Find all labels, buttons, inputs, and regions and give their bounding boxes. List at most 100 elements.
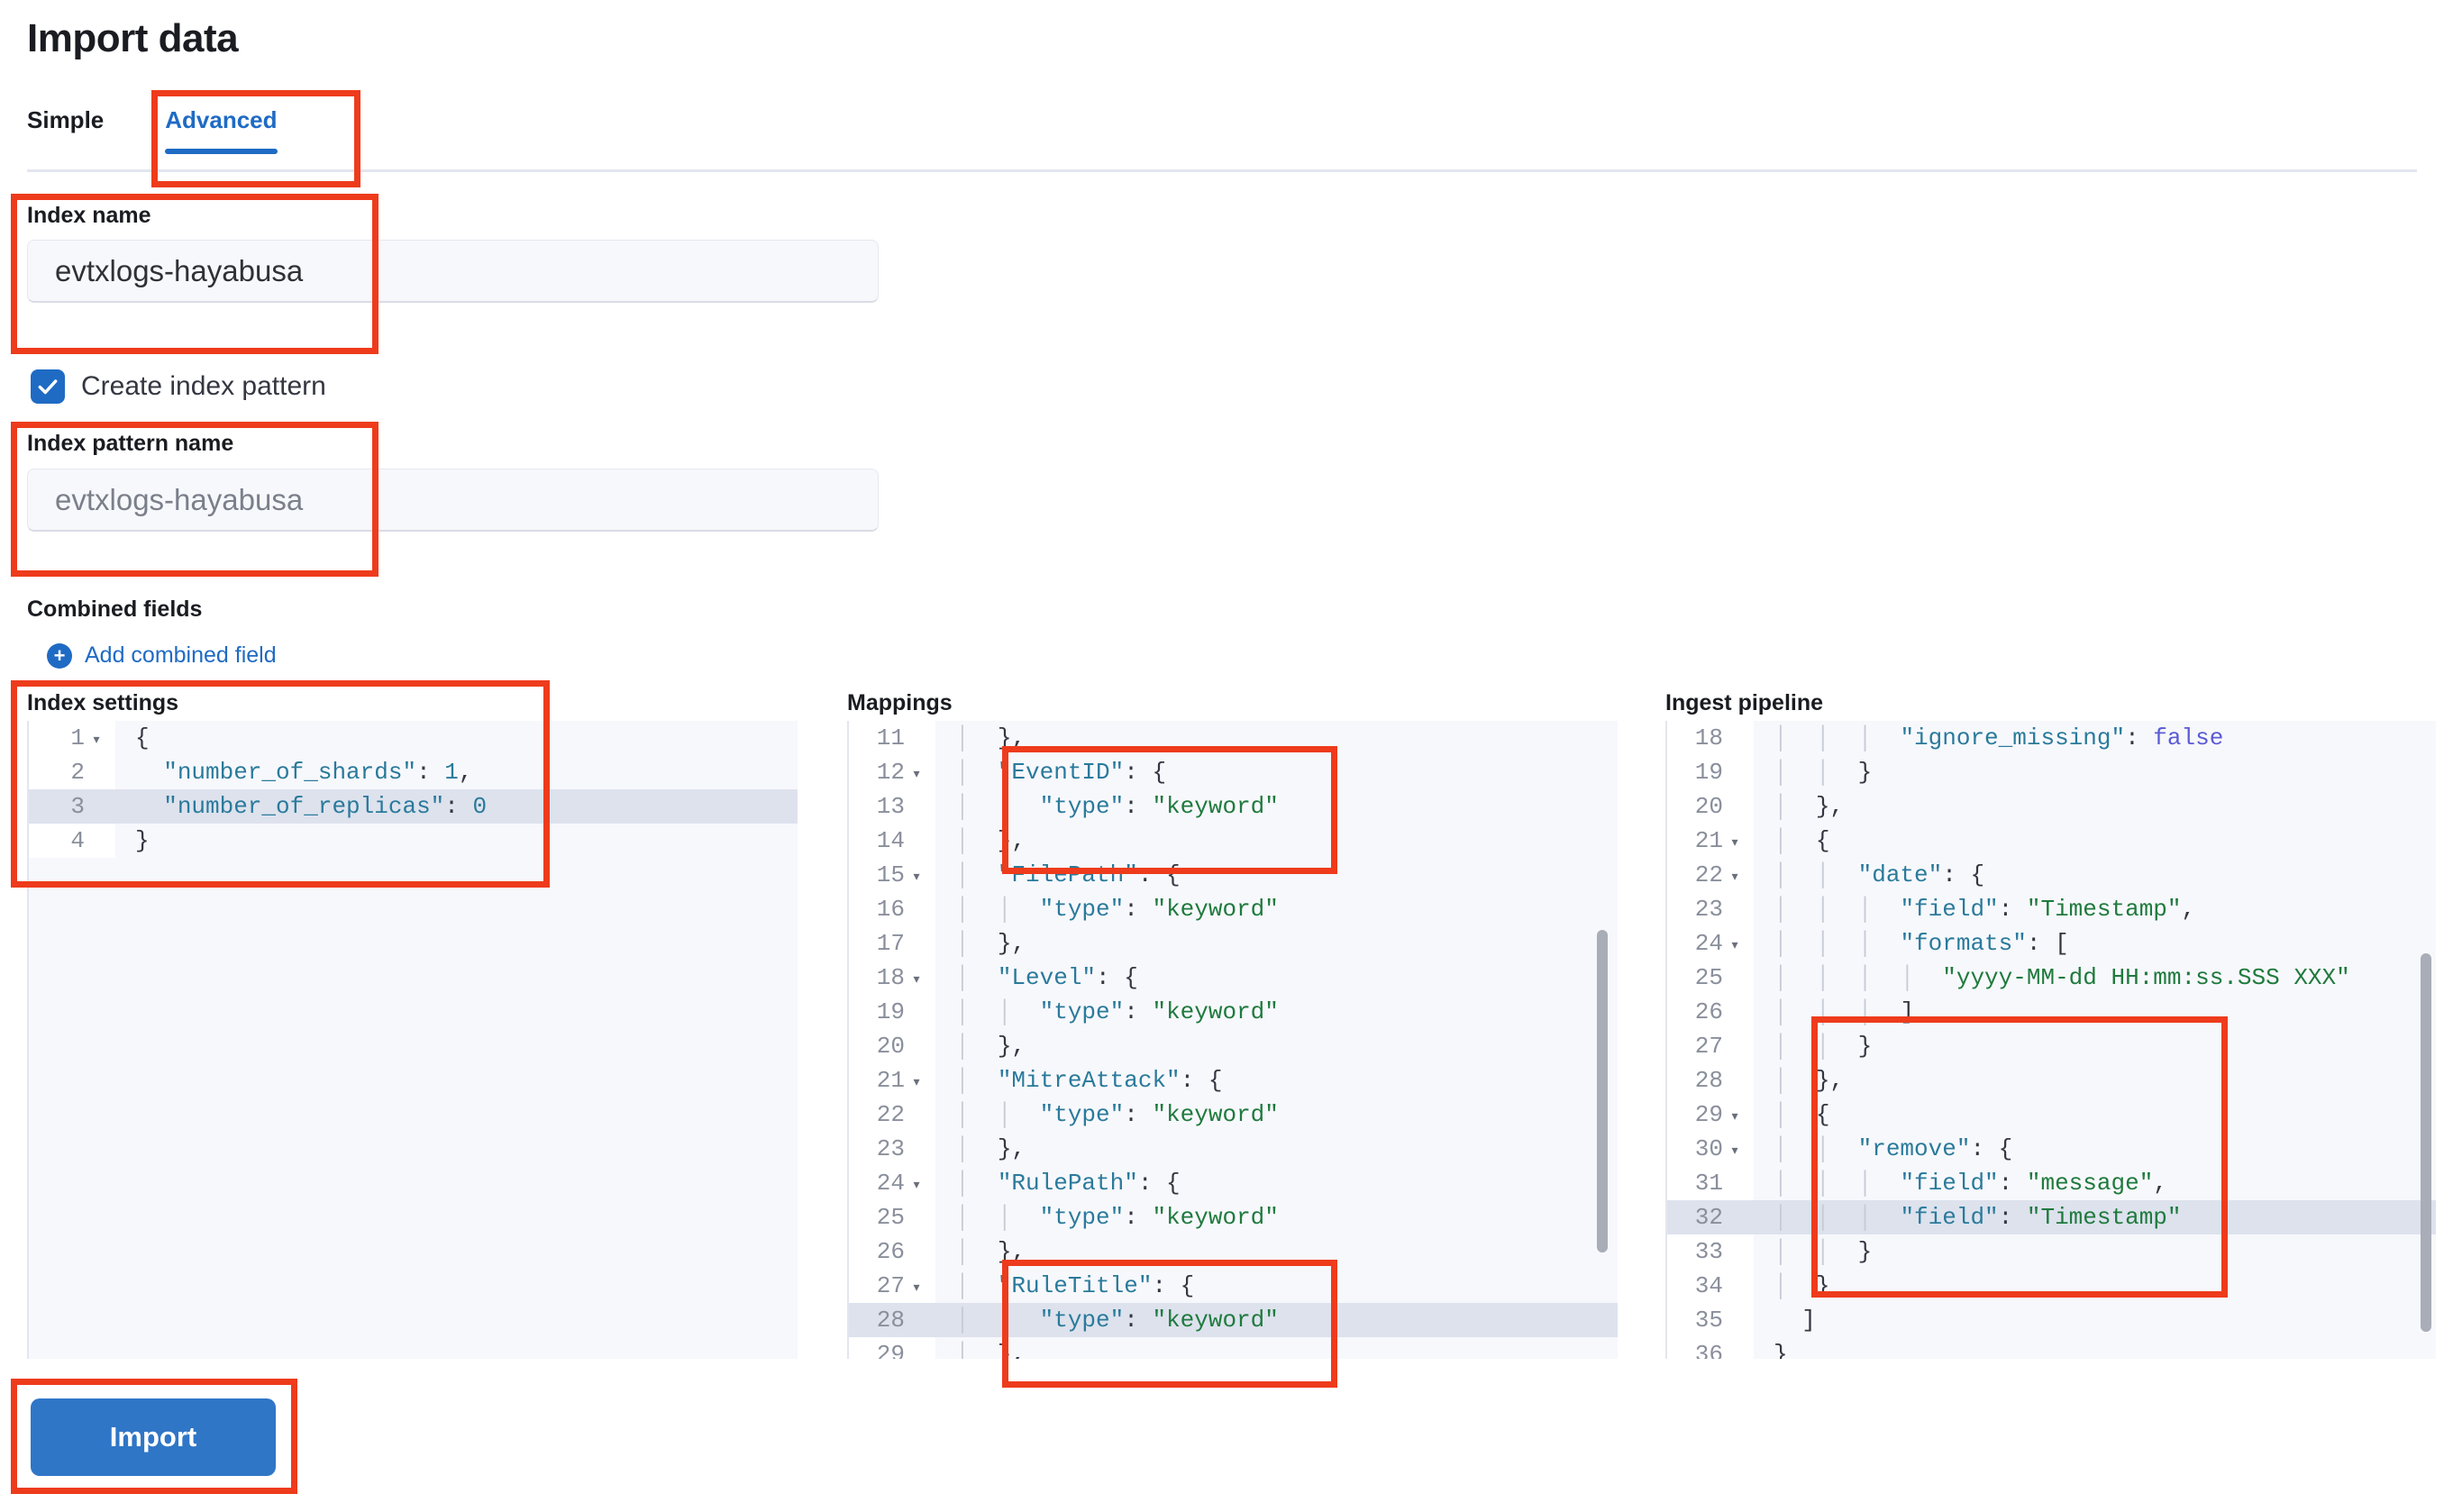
indent-guide: │ [1774,1067,1816,1094]
import-button[interactable]: Import [31,1398,276,1476]
fold-spacer [1723,1340,1746,1359]
line-number: 27 [1667,1029,1754,1063]
indent-guide: │ [1857,896,1901,923]
code-line: 21▾│ "MitreAttack": { [849,1063,1618,1098]
line-number: 29▾ [1667,1098,1754,1132]
indent-guide: │ [1774,1033,1816,1060]
index-pattern-name-input[interactable]: evtxlogs-hayabusa [27,469,879,532]
fold-caret-icon[interactable]: ▾ [1729,1143,1740,1161]
indent-guide: │ [1815,1033,1858,1060]
code-line: 32 │ │ │ "field": "Timestamp" [1667,1200,2436,1234]
code-text: │ │ "type": "keyword" [935,1098,1279,1132]
ingest-pipeline-scrollbar[interactable] [2421,953,2431,1332]
indent-guide: │ [1774,827,1816,854]
code-token: : { [1180,1067,1223,1094]
code-text: │ }, [1754,1063,1844,1098]
fold-caret-icon[interactable]: ▾ [91,732,102,750]
indent-guide: │ [955,930,998,957]
code-text: } [1754,1337,1788,1359]
code-line: 28 │ │ "type": "keyword" [849,1303,1618,1337]
indent-guide: │ [955,827,998,854]
code-line: 31 │ │ │ "field": "message", [1667,1166,2436,1200]
indent-guide: │ [955,1101,998,1128]
code-token: }, [1815,1067,1845,1094]
line-number: 1▾ [29,721,115,755]
code-token: } [1774,1341,1788,1359]
indent-guide: │ [1774,1204,1816,1231]
code-token: } [1815,1272,1830,1299]
indent-guide: │ [955,964,998,991]
fold-spacer [905,1306,928,1340]
code-line: 4 } [29,824,798,858]
code-line: 22▾│ │ "date": { [1667,858,2436,892]
code-text: │ │ │ "field": "Timestamp" [1754,1200,2182,1234]
line-number: 28 [1667,1063,1754,1098]
code-line: 26 │ │ │ ] [1667,995,2436,1029]
code-text: │ }, [935,926,1026,961]
tab-advanced[interactable]: Advanced [134,99,307,154]
code-token: { [1815,827,1830,854]
fold-caret-icon[interactable]: ▾ [1729,1108,1740,1126]
code-text: │ }, [935,1234,1026,1269]
line-number: 25 [849,1200,935,1234]
code-text: │ │ "type": "keyword" [935,1303,1279,1337]
fold-spacer [1723,758,1746,792]
line-number: 24▾ [849,1166,935,1200]
checkbox-checked-icon[interactable] [31,369,65,404]
code-token: "RulePath" [997,1170,1138,1197]
mappings-editor[interactable]: 11 │ },12▾│ "EventID": {13 │ │ "type": "… [847,721,1618,1359]
add-combined-field-button[interactable]: + Add combined field [47,642,277,669]
mappings-scrollbar[interactable] [1597,930,1608,1252]
code-token: "number_of_shards" [163,759,417,786]
code-text: │ }, [935,1029,1026,1063]
line-number: 4 [29,824,115,858]
code-token: : [1124,1101,1153,1128]
line-number: 11 [849,721,935,755]
fold-caret-icon[interactable]: ▾ [1729,869,1740,887]
code-token: false [2153,724,2224,751]
code-token: : [1998,1170,2027,1197]
indent-guide: │ [1815,930,1858,957]
code-token: "RuleTitle" [997,1272,1153,1299]
code-token: : [ [2026,930,2069,957]
line-number: 22 [849,1098,935,1132]
code-token: "number_of_replicas" [163,793,445,820]
code-token: { [1815,1101,1830,1128]
fold-caret-icon[interactable]: ▾ [911,766,922,784]
fold-caret-icon[interactable]: ▾ [911,869,922,887]
code-token: , [2181,896,2196,923]
code-token: "type" [1039,793,1125,820]
fold-caret-icon[interactable]: ▾ [1729,834,1740,852]
fold-spacer [85,758,108,792]
fold-caret-icon[interactable]: ▾ [1729,937,1740,955]
fold-caret-icon[interactable]: ▾ [911,1074,922,1092]
code-text: "number_of_shards": 1, [115,755,472,789]
code-line: 21▾│ { [1667,824,2436,858]
line-number: 19 [849,995,935,1029]
fold-caret-icon[interactable]: ▾ [911,971,922,989]
line-number: 27▾ [849,1269,935,1303]
fold-spacer [1723,1203,1746,1237]
indent-guide: │ [955,1272,998,1299]
code-token: : [1124,793,1153,820]
fold-caret-icon[interactable]: ▾ [911,1280,922,1298]
code-line: 27 │ │ } [1667,1029,2436,1063]
fold-caret-icon[interactable]: ▾ [911,1177,922,1195]
line-number: 20 [1667,789,1754,824]
line-number: 32 [1667,1200,1754,1234]
indent-guide: │ [1774,793,1816,820]
indent-guide: │ [1815,1135,1858,1162]
index-settings-editor[interactable]: 1▾{2 "number_of_shards": 1,3 "number_of_… [27,721,798,1359]
code-text: │ │ │ "field": "Timestamp", [1754,892,2195,926]
create-index-pattern-row[interactable]: Create index pattern [31,369,326,404]
code-token: : [2125,724,2154,751]
line-number: 35 [1667,1303,1754,1337]
code-token: "keyword" [1152,1101,1279,1128]
indent-guide: │ [1815,1204,1858,1231]
line-number: 23 [849,1132,935,1166]
indent-guide: │ [955,896,998,923]
code-token: : [1124,998,1153,1025]
tab-simple[interactable]: Simple [27,106,105,133]
index-name-input[interactable]: evtxlogs-hayabusa [27,240,879,303]
